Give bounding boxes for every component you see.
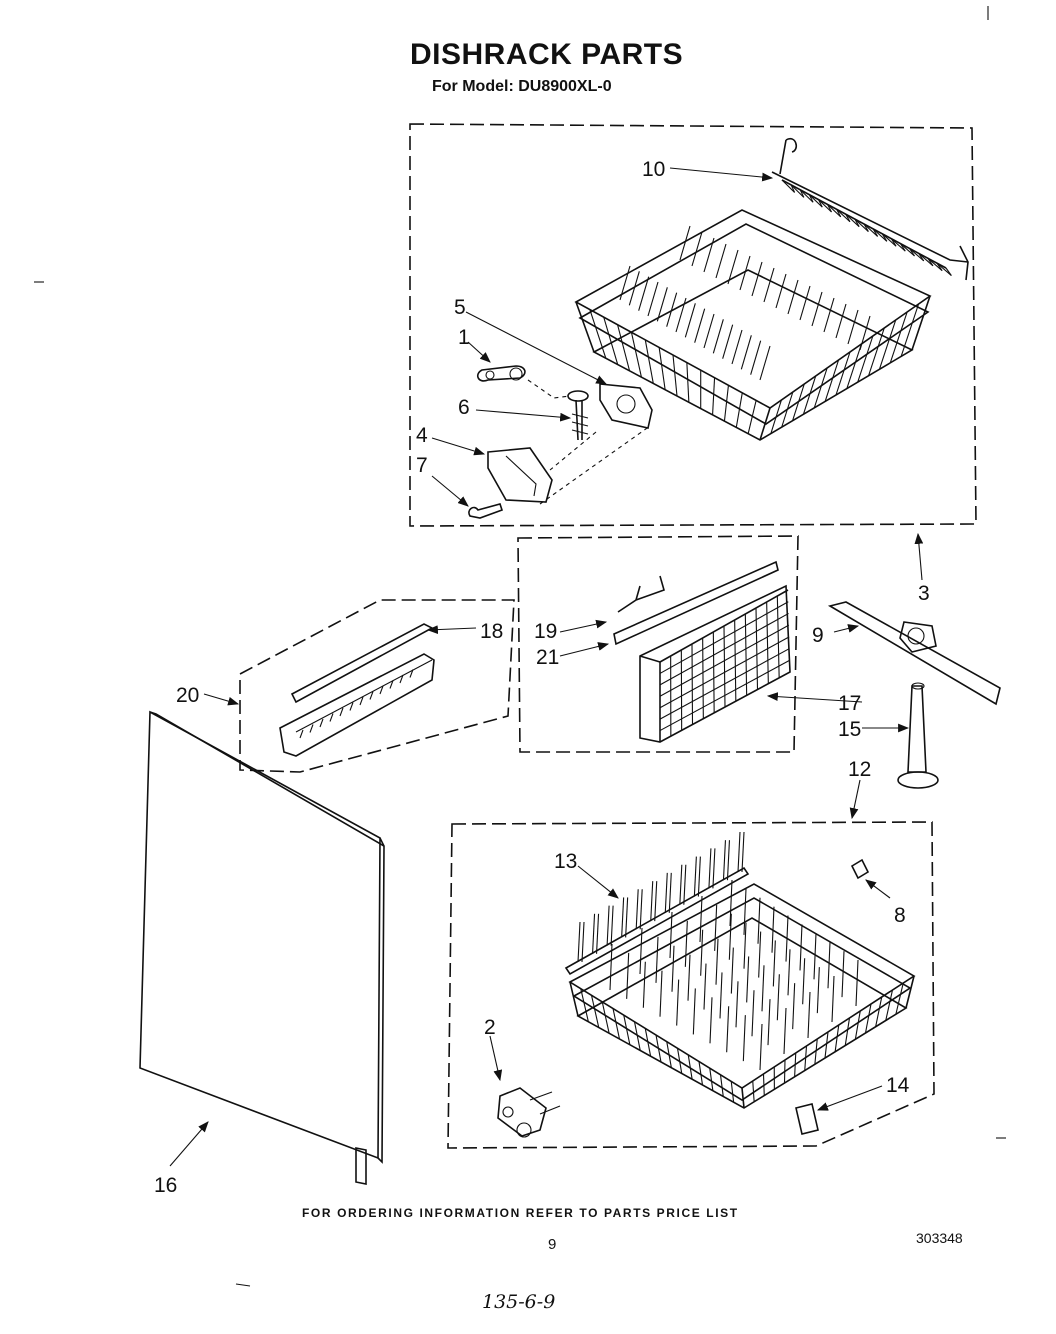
callout-1: 1: [458, 326, 470, 349]
trim-block: [279, 653, 435, 757]
callout-16: 16: [154, 1174, 177, 1197]
callout-8: 8: [894, 904, 906, 927]
basket-bar-21: [613, 560, 779, 646]
callout-18: 18: [480, 620, 503, 643]
tine-row-13: [564, 831, 750, 976]
lower-dishrack: [568, 879, 916, 1109]
callout-14: 14: [886, 1074, 910, 1097]
stray-mark: [235, 1283, 251, 1287]
trim-group-border: [239, 599, 515, 773]
leader-lines: [169, 167, 924, 1167]
lower-rack-group-border: [447, 821, 935, 1149]
callout-7: 7: [416, 454, 428, 477]
page-title: DISHRACK PARTS: [410, 38, 684, 71]
wheel-2: [497, 1087, 561, 1138]
door-panel-16: [139, 710, 385, 1185]
callout-6: 6: [458, 396, 470, 419]
basket-handle-19: [617, 575, 665, 613]
cup-shelf-10: [771, 137, 969, 281]
callout-9: 9: [812, 624, 824, 647]
callout-20: 20: [176, 684, 199, 707]
spray-arm-9: [827, 601, 1001, 706]
callout-4: 4: [416, 424, 428, 447]
part-14: [795, 1103, 819, 1135]
callout-2: 2: [484, 1016, 496, 1039]
callout-3: 3: [918, 582, 930, 605]
part-8: [850, 858, 870, 880]
document-number: 303348: [916, 1230, 963, 1246]
callout-5: 5: [454, 296, 466, 319]
callout-13: 13: [554, 850, 577, 873]
callout-10: 10: [642, 158, 665, 181]
rack-adjuster-parts: [468, 365, 653, 519]
upper-dishrack: [574, 209, 932, 441]
handwritten-note: 135-6-9: [482, 1291, 556, 1313]
ordering-note: FOR ORDERING INFORMATION REFER TO PARTS …: [302, 1206, 739, 1220]
page-number: 9: [548, 1236, 557, 1253]
callout-17: 17: [838, 692, 861, 715]
silverware-basket: [639, 584, 791, 743]
callout-12: 12: [848, 758, 871, 781]
upper-rack-group-border: [409, 123, 977, 527]
model-line: For Model: DU8900XL-0: [432, 78, 612, 95]
basket-group-border: [517, 535, 799, 753]
callout-19: 19: [534, 620, 557, 643]
spray-tube-15: [897, 682, 939, 789]
callout-21: 21: [536, 646, 559, 669]
callout-15: 15: [838, 718, 861, 741]
